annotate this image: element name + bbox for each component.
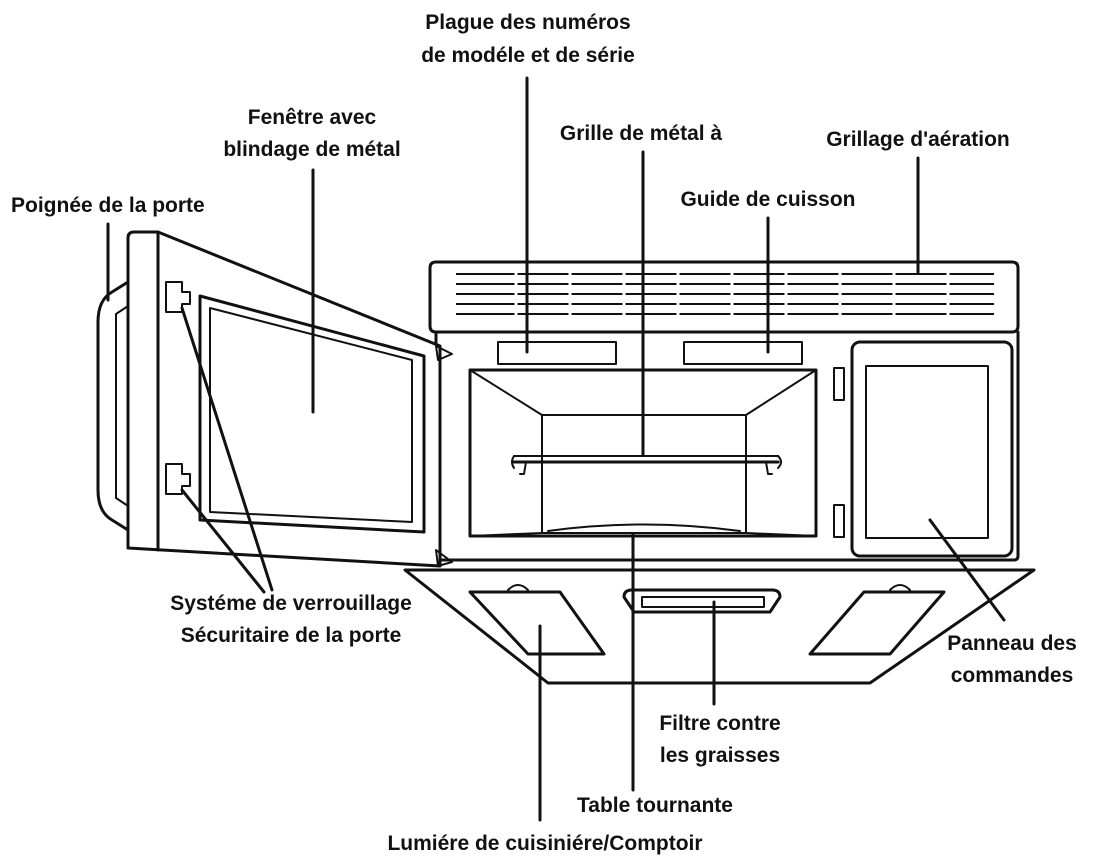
control-panel — [850, 340, 1014, 558]
label-window-line1: Fenêtre avec — [248, 106, 377, 129]
label-cooking-guide: Guide de cuisson — [680, 188, 855, 211]
leader-lines — [106, 76, 1006, 822]
door-window — [198, 294, 426, 534]
leader-control-panel — [928, 518, 1006, 622]
leader-door-lock-2 — [180, 488, 266, 594]
label-serial-plate-line1: Plague des numéros — [425, 11, 630, 34]
door-latch-lower — [165, 463, 191, 495]
label-door-lock-line1: Systéme de verrouillage — [170, 592, 412, 615]
grease-filter-right — [808, 584, 946, 656]
latch-slot-upper — [833, 367, 845, 401]
microwave-door — [96, 230, 453, 568]
vent-housing — [428, 260, 1020, 334]
cooking-guide-plate — [683, 341, 803, 365]
label-vent-grille: Grillage d'aération — [826, 128, 1010, 151]
label-control-panel-line2: commandes — [951, 664, 1074, 687]
turntable — [547, 523, 741, 532]
label-door-handle: Poignée de la porte — [11, 194, 205, 217]
label-serial-plate-line2: de modéle et de série — [421, 44, 635, 67]
door-face — [126, 230, 442, 568]
cooktop-light — [622, 588, 782, 614]
label-turntable: Table tournante — [577, 794, 733, 817]
labels: Plague des numéros de modéle et de série… — [11, 11, 1077, 855]
label-grease-filter-line2: les graisses — [660, 744, 780, 767]
label-metal-rack: Grille de métal à — [560, 122, 723, 145]
door-hinge-top — [435, 345, 453, 361]
vent-grille-slots — [456, 270, 994, 318]
latch-slot-lower — [833, 504, 845, 538]
door-latch-upper — [165, 281, 191, 313]
grease-filter-left — [468, 584, 606, 656]
door-handle — [96, 280, 130, 532]
serial-number-plate — [497, 341, 617, 365]
label-control-panel-line1: Panneau des — [947, 632, 1077, 655]
bottom-tray — [403, 568, 1036, 685]
main-body — [434, 330, 1020, 562]
microwave-body — [403, 260, 1036, 685]
label-door-lock-line2: Sécuritaire de la porte — [181, 624, 402, 647]
label-cooktop-light: Lumiére de cuisiniére/Comptoir — [387, 832, 702, 855]
leader-door-lock-1 — [180, 306, 274, 592]
door-hinge-bottom — [435, 549, 453, 567]
metal-rack — [511, 455, 782, 475]
label-window-line2: blindage de métal — [223, 138, 400, 161]
label-grease-filter-line1: Filtre contre — [659, 712, 780, 735]
